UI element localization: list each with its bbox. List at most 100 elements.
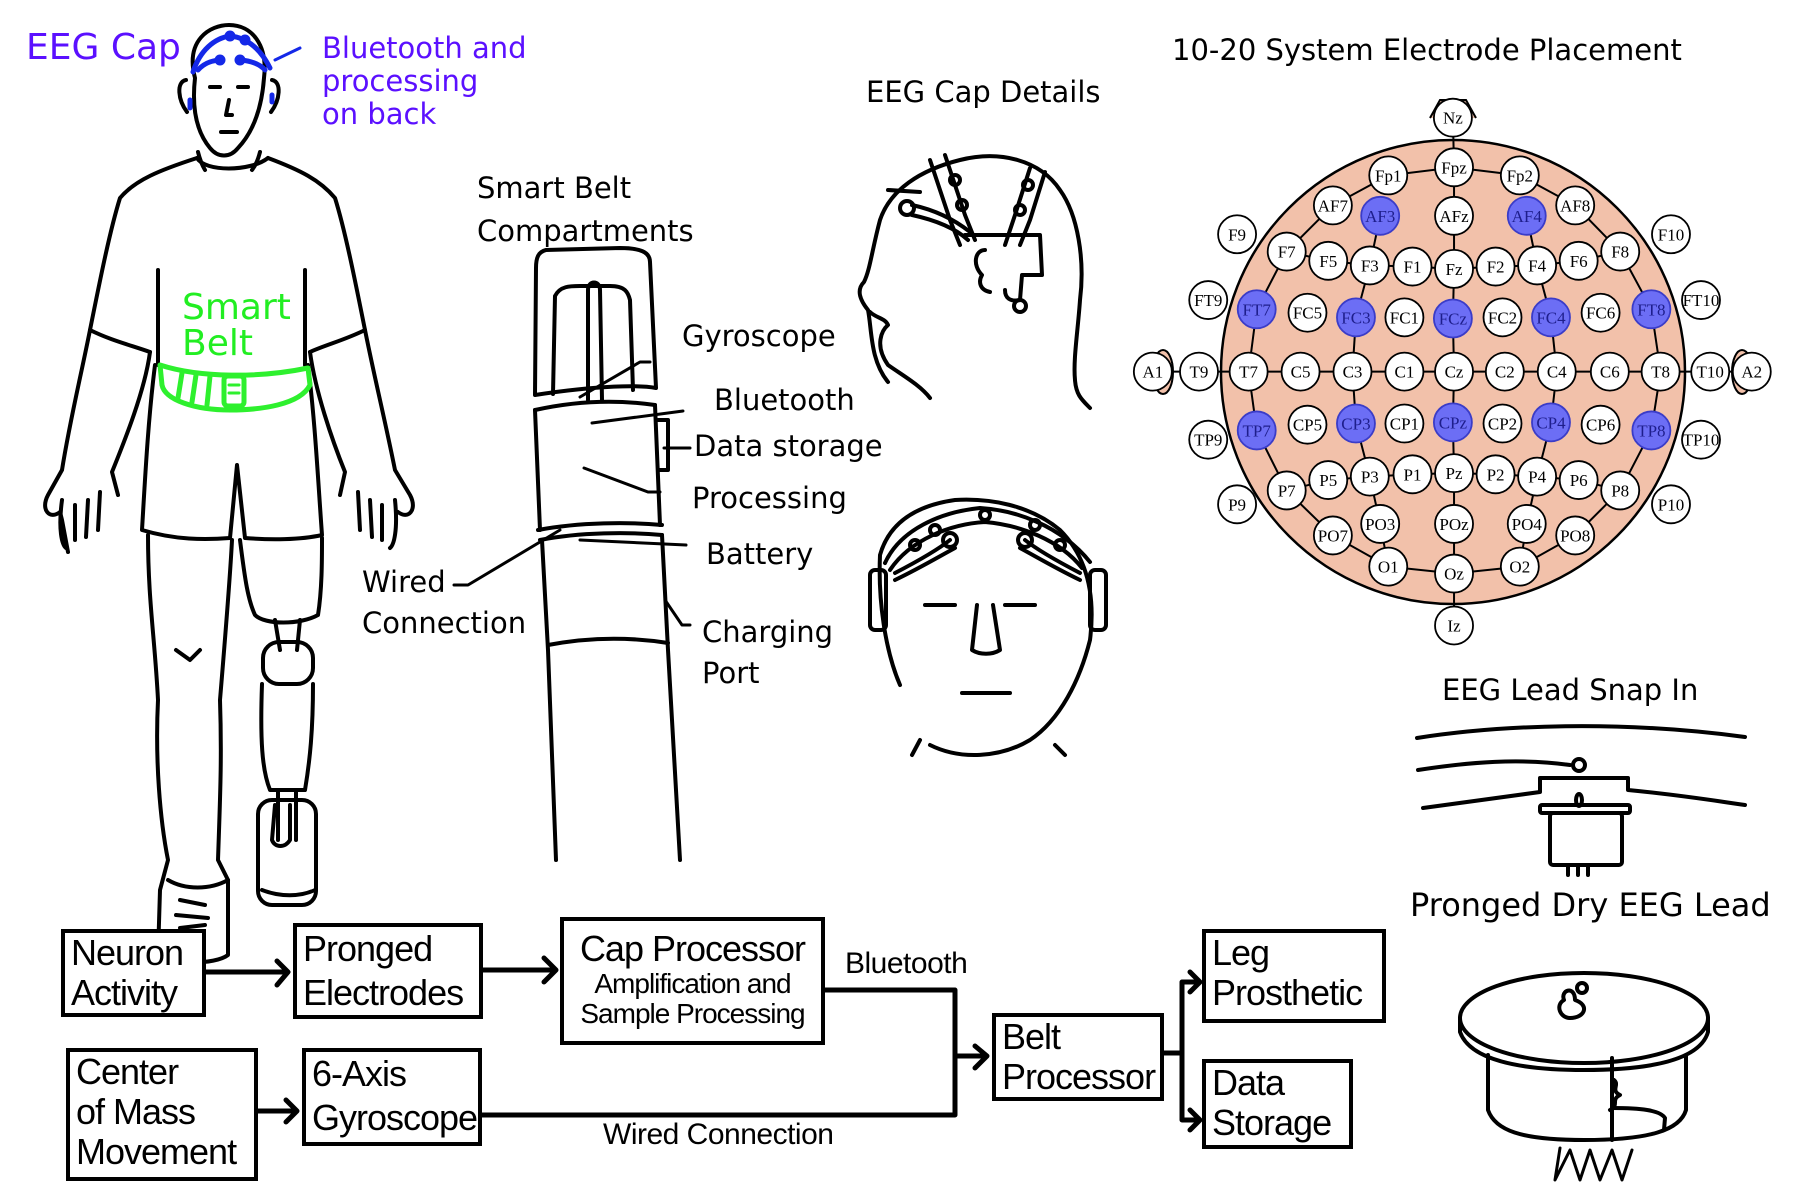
electrode-circle [1236,410,1277,451]
electrode-label: P2 [1487,465,1505,484]
electrode-ft8: FT8 [1631,289,1672,330]
electrode-label: CPz [1439,413,1468,432]
electrode-label: PO8 [1560,526,1590,545]
title-line: Compartments [477,214,694,248]
electrode-label: F4 [1528,256,1546,275]
electrode-a2: A2 [1731,351,1772,392]
electrode-tp8: TP8 [1631,410,1672,451]
label-line: Wired [362,565,446,599]
electrode-circle [1681,280,1721,320]
node-text: Activity [71,972,178,1013]
node-text: Leg [1212,932,1270,973]
electrode-label: F2 [1487,258,1505,277]
electrode-t8: T8 [1640,351,1681,392]
electrode-c1: C1 [1384,351,1425,392]
electrode-label: FT9 [1194,291,1222,310]
electrode-circle [1499,546,1540,587]
electrode-f1: F1 [1392,246,1433,287]
electrode-circle [1308,460,1349,500]
node-pronged-electrodes: Pronged Electrodes [293,923,483,1019]
electrode-pz: Pz [1434,453,1474,494]
electrode-label: C1 [1394,363,1414,382]
electrode-label: TP8 [1637,421,1665,440]
electrode-label: P7 [1278,481,1296,500]
electrode-circle [1506,195,1547,236]
electrode-circle [1432,97,1473,138]
electrode-circle [1631,410,1672,451]
smart-belt-label-line: Belt [182,323,253,364]
electrode-label: Fz [1446,260,1463,279]
electrode-fp1: Fp1 [1368,155,1409,196]
electrode-cpz: CPz [1432,402,1473,443]
electrode-label: C3 [1343,363,1363,382]
electrode-circle [1531,402,1571,443]
eeg-cap-label: EEG Cap [26,27,181,68]
electrode-f6: F6 [1558,240,1599,281]
electrode-label: AF8 [1560,196,1590,215]
electrode-label: AF7 [1318,196,1349,215]
electrode-label: CP4 [1536,413,1566,432]
cap-details-title: EEG Cap Details [866,75,1101,109]
person-figure [43,23,415,965]
electrode-circle [1475,454,1516,495]
electrode-p4: P4 [1517,456,1558,497]
electrode-label: TP7 [1243,421,1272,440]
node-text: Gyroscope [312,1097,478,1138]
label-line: Port [702,656,760,690]
electrode-af8: AF8 [1555,185,1596,226]
electrode-circle [1536,351,1577,392]
electrode-circle [1484,351,1525,392]
electrode-label: FC2 [1488,308,1517,327]
electrode-circle [1531,297,1571,338]
electrode-circle [1499,155,1540,196]
electrode-circle [1482,297,1523,338]
electrode-label: F1 [1404,258,1422,277]
link-wired-label: Wired Connection [603,1118,834,1151]
electrode-label: P8 [1611,481,1629,500]
electrode-label: P4 [1528,468,1546,487]
electrode-label: F9 [1228,225,1246,244]
electrode-label: Fp2 [1507,166,1533,185]
electrode-iz: Iz [1434,605,1474,646]
electrode-circle [1580,292,1621,333]
electrode-a1: A1 [1132,351,1173,392]
electrode-circle [1312,515,1353,556]
electrode-p10: P10 [1651,484,1691,525]
electrode-label: FC4 [1536,308,1566,327]
lead-snap-title: EEG Lead Snap In [1442,673,1699,707]
electrode-t10: T10 [1690,351,1731,392]
electrode-circle [1349,245,1390,286]
node-text: Storage [1212,1102,1332,1143]
electrode-label: P6 [1570,471,1588,490]
electrode-circle [1287,292,1328,333]
electrode-label: Fpz [1441,158,1467,177]
electrode-f10: F10 [1651,214,1691,255]
electrode-label: Pz [1446,464,1463,483]
electrode-cp1: CP1 [1384,403,1425,444]
electrode-p5: P5 [1308,460,1349,500]
electrode-label: FT7 [1243,300,1272,319]
electrode-label: F8 [1611,243,1629,262]
electrode-label: T8 [1651,363,1670,382]
electrode-f8: F8 [1600,231,1641,272]
electrode-circle [1336,403,1376,444]
electrode-label: Nz [1443,109,1463,128]
electrode-circle [1651,484,1691,525]
electrode-circle [1517,245,1558,286]
electrode-circle [1266,231,1307,272]
electrode-c3: C3 [1332,351,1373,392]
electrode-circle [1360,504,1401,544]
electrode-t9: T9 [1179,351,1219,392]
electrode-circle [1384,403,1425,444]
electrode-fc2: FC2 [1482,297,1523,338]
electrode-circle [1280,351,1321,392]
electrode-fc1: FC1 [1384,297,1425,338]
node-cap-processor: Cap Processor Amplification and Sample P… [560,917,825,1045]
node-6axis-gyroscope: 6-Axis Gyroscope [302,1048,482,1146]
electrode-label: AF3 [1365,207,1395,226]
electrode-label: PO4 [1512,515,1543,534]
electrode-circle [1217,214,1257,255]
electrode-label: PO7 [1318,526,1349,545]
